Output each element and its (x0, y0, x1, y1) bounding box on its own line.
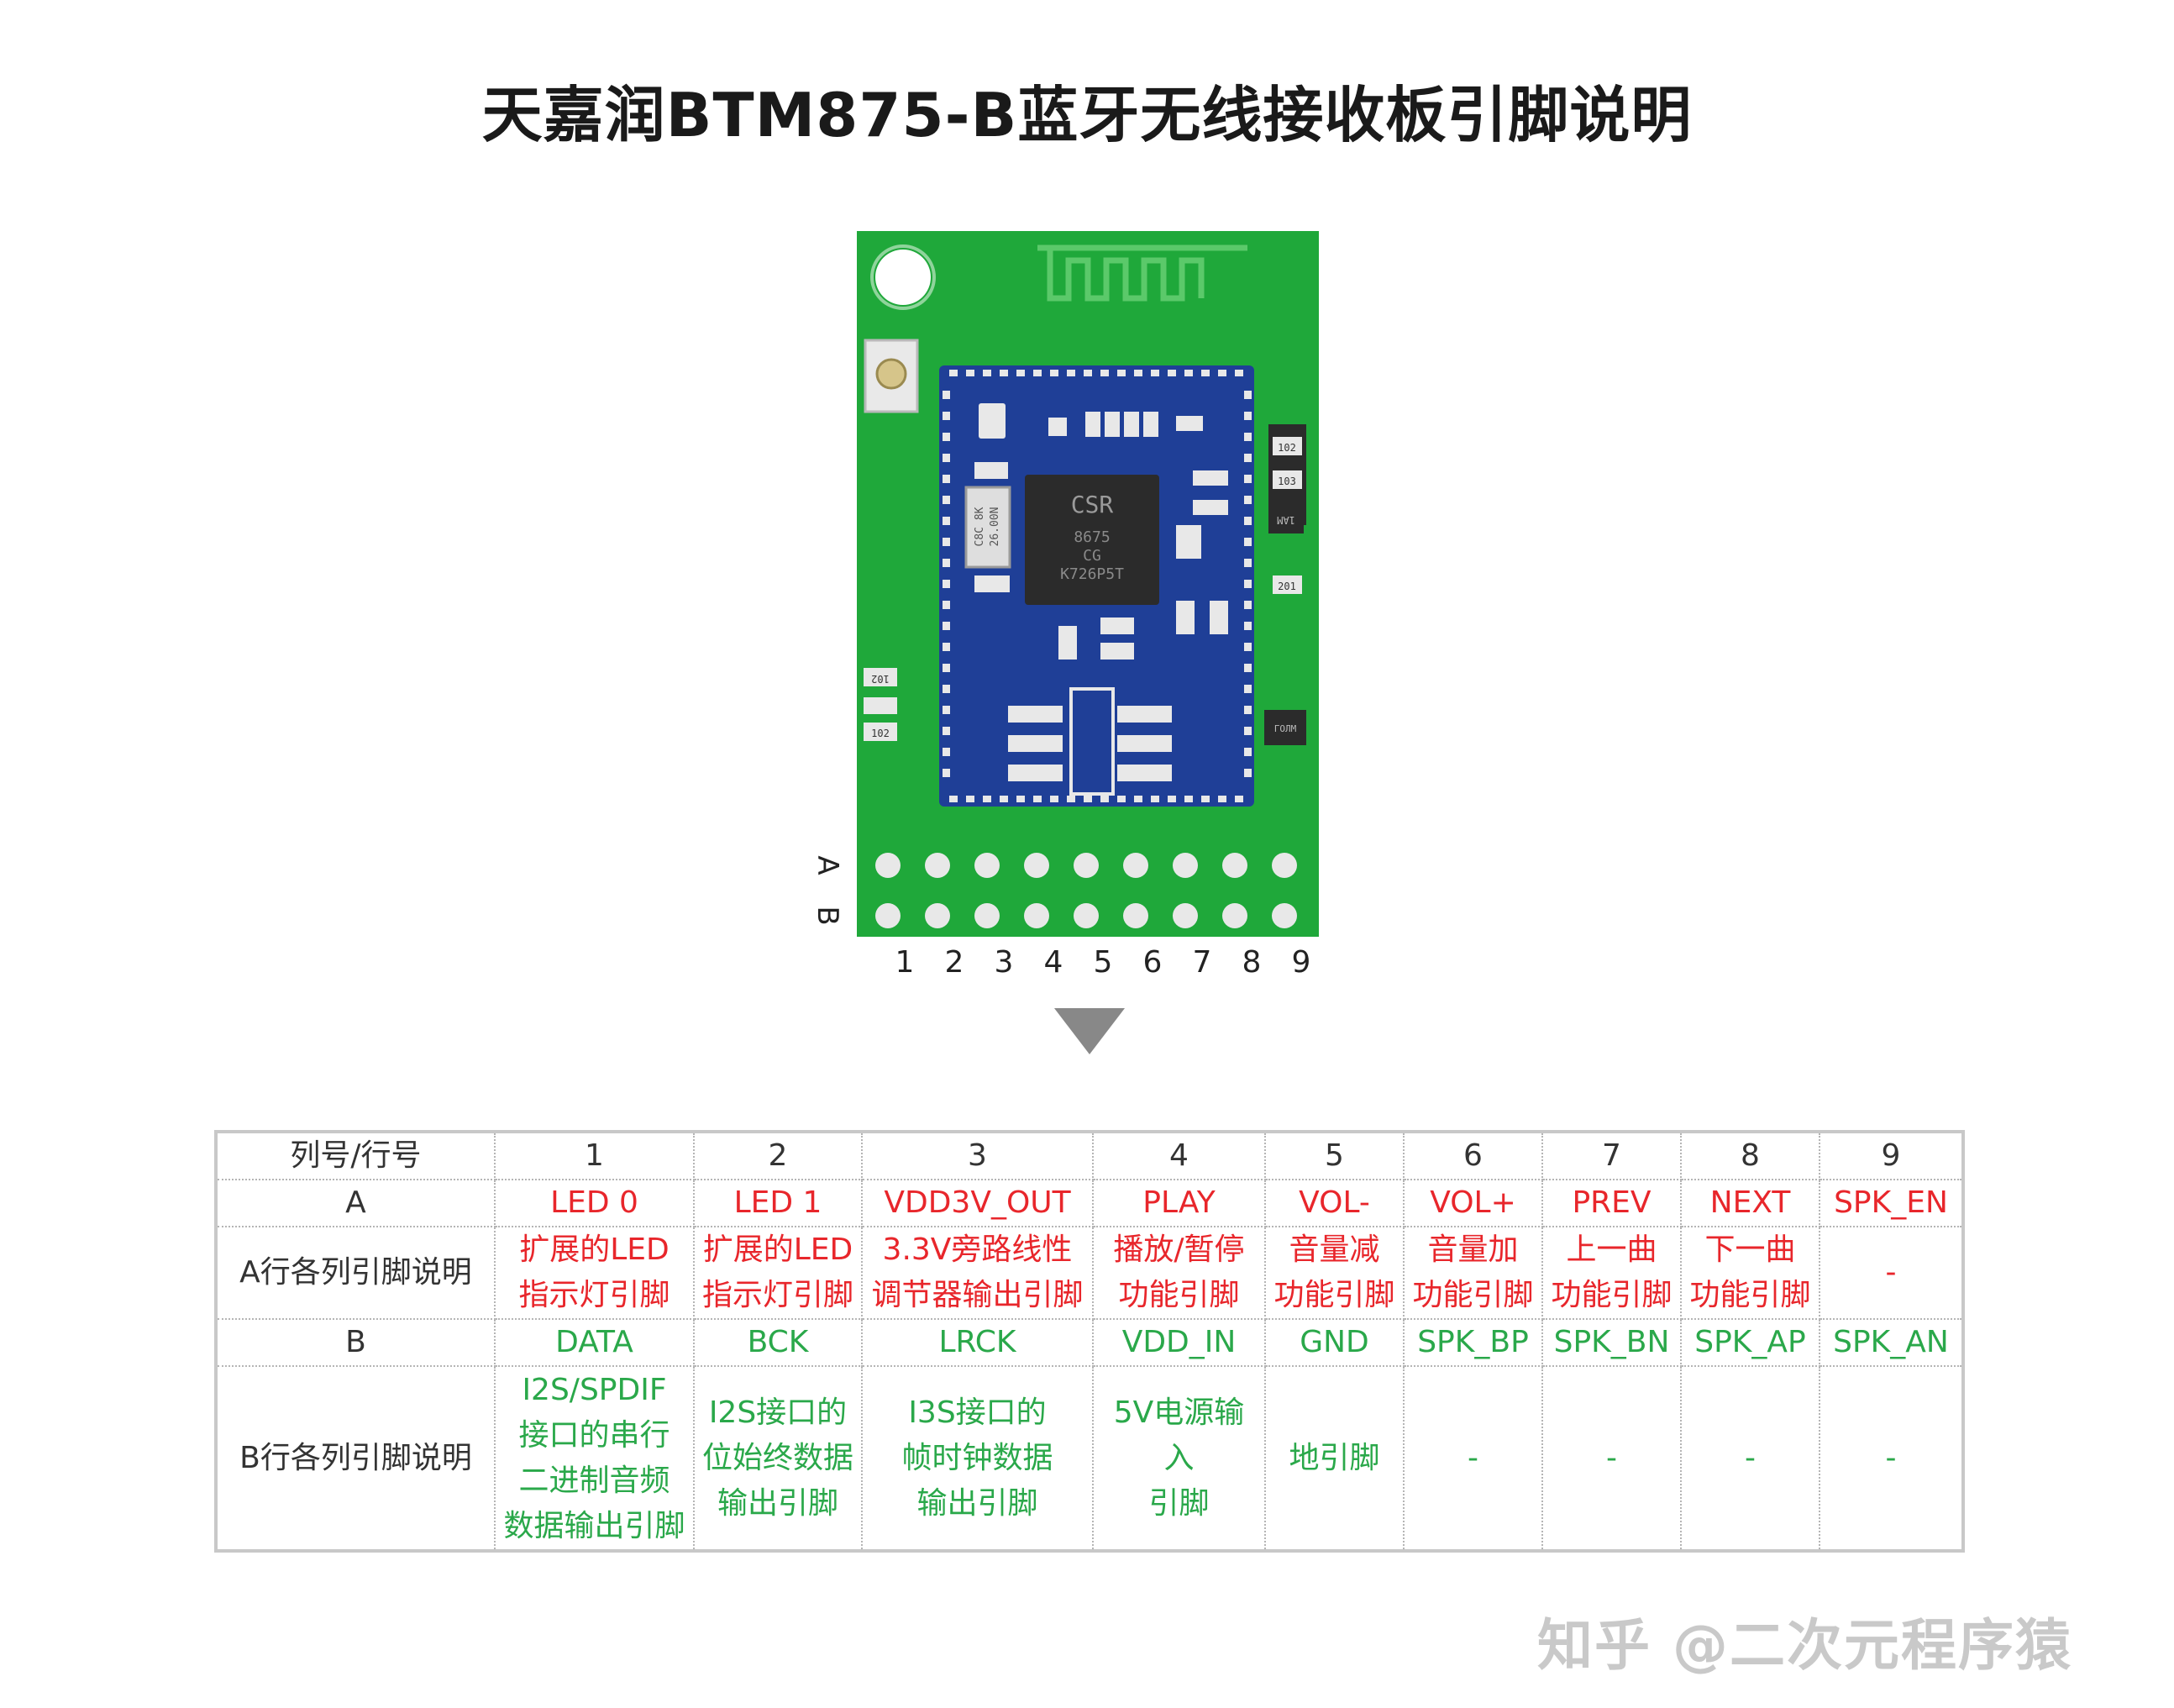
svg-text:201: 201 (1278, 581, 1296, 592)
pin-name-cell: SPK_EN (1819, 1179, 1964, 1227)
header-cell: 6 (1403, 1131, 1543, 1180)
header-cell: 3 (861, 1131, 1094, 1180)
pin-name-cell: NEXT (1680, 1179, 1820, 1227)
row-label-cell: B行各列引脚说明 (215, 1365, 496, 1552)
pcb-side-components: 102 103 1AM 201 ГОЛМ 102 102 (864, 424, 1306, 745)
svg-text:ГОЛМ: ГОЛМ (1274, 723, 1297, 734)
pin-name-cell: BCK (693, 1318, 863, 1367)
header-cell: 2 (693, 1131, 863, 1180)
pin-name-cell: GND (1264, 1318, 1405, 1367)
pin-desc-cell: 地引脚 (1264, 1365, 1405, 1552)
pin-name-cell: SPK_AN (1819, 1318, 1964, 1367)
header-cell: 列号/行号 (215, 1131, 496, 1180)
header-cell: 4 (1092, 1131, 1266, 1180)
pin-desc-cell: - (1819, 1365, 1964, 1552)
pin-name-cell: DATA (494, 1318, 695, 1367)
column-numbers: 1 2 3 4 5 6 7 8 9 (857, 945, 1319, 987)
pin-name-cell: LED 0 (494, 1179, 695, 1227)
column-number: 6 (1142, 945, 1163, 980)
pin-desc-cell: 3.3V旁路线性调节器输出引脚 (861, 1226, 1094, 1320)
row-label-cell: A行各列引脚说明 (215, 1226, 496, 1320)
row-label-a: A (811, 855, 844, 875)
pin-desc-cell: - (1403, 1365, 1543, 1552)
pin-name-cell: PLAY (1092, 1179, 1266, 1227)
pin-name-cell: SPK_BN (1541, 1318, 1682, 1367)
table-header-row: 列号/行号 1 2 3 4 5 6 7 8 9 (215, 1131, 1964, 1180)
pin-desc-cell: 播放/暂停功能引脚 (1092, 1226, 1266, 1320)
svg-text:102: 102 (1278, 442, 1296, 454)
svg-text:1AM: 1AM (1277, 514, 1295, 526)
pin-desc-cell: - (1680, 1365, 1820, 1552)
pin-name-cell: VDD3V_OUT (861, 1179, 1094, 1227)
crystal (964, 486, 1011, 569)
row-label-cell: B (215, 1318, 496, 1367)
table-row-a: A LED 0 LED 1 VDD3V_OUT PLAY VOL- VOL+ P… (215, 1179, 1964, 1227)
svg-text:103: 103 (1278, 476, 1296, 487)
svg-text:K726P5T: K726P5T (1060, 565, 1124, 583)
csr-chip (1025, 475, 1159, 605)
svg-text:102: 102 (871, 728, 890, 739)
column-number: 2 (944, 945, 964, 980)
chip-brand-text: CSR (1071, 491, 1114, 518)
down-arrow-icon (1054, 1008, 1125, 1054)
header-cell: 7 (1541, 1131, 1682, 1180)
column-number: 7 (1192, 945, 1212, 980)
header-cell: 9 (1819, 1131, 1964, 1180)
pin-table: 列号/行号 1 2 3 4 5 6 7 8 9 A LED 0 LED 1 VD… (214, 1130, 1965, 1553)
pin-desc-cell: 音量减功能引脚 (1264, 1226, 1405, 1320)
row-label-cell: A (215, 1179, 496, 1227)
board-image: CSR 8675 CG K726P5T C8C 8K 26.00N 102 (857, 231, 1319, 937)
svg-text:CG: CG (1083, 547, 1101, 565)
pin-name-cell: VDD_IN (1092, 1318, 1266, 1367)
svg-text:26.00N: 26.00N (989, 507, 1001, 547)
pin-desc-cell: - (1541, 1365, 1682, 1552)
mounting-hole (875, 250, 931, 305)
row-label-b: B (811, 906, 844, 926)
pcb-board: CSR 8675 CG K726P5T C8C 8K 26.00N 102 (857, 231, 1319, 937)
pin-name-cell: VOL- (1264, 1179, 1405, 1227)
header-cell: 8 (1680, 1131, 1820, 1180)
page-title: 天嘉润BTM875-B蓝牙无线接收板引脚说明 (481, 80, 1693, 150)
smd-components (974, 403, 1228, 781)
pin-name-cell: LED 1 (693, 1179, 863, 1227)
column-number: 1 (895, 945, 915, 980)
pin-name-cell: VOL+ (1403, 1179, 1543, 1227)
pin-name-cell: PREV (1541, 1179, 1682, 1227)
flash-chip (1069, 687, 1115, 796)
svg-text:8675: 8675 (1074, 528, 1110, 546)
table-row-b: B DATA BCK LRCK VDD_IN GND SPK_BP SPK_BN… (215, 1318, 1964, 1367)
column-number: 5 (1093, 945, 1113, 980)
column-number: 4 (1043, 945, 1063, 980)
pin-desc-cell: 下一曲功能引脚 (1680, 1226, 1820, 1320)
header-cell: 1 (494, 1131, 695, 1180)
antenna-trace (1037, 244, 1247, 302)
column-number: 3 (994, 945, 1014, 980)
column-number: 8 (1242, 945, 1262, 980)
pin-desc-cell: 5V电源输入引脚 (1092, 1365, 1266, 1552)
svg-text:C8C 8K: C8C 8K (974, 507, 986, 546)
pin-name-cell: LRCK (861, 1318, 1094, 1367)
watermark: 知乎 @二次元程序猿 (1537, 1613, 2072, 1678)
pin-desc-cell: 音量加功能引脚 (1403, 1226, 1543, 1320)
module-castellated-pads (943, 370, 1252, 802)
pin-name-cell: SPK_BP (1403, 1318, 1543, 1367)
pin-desc-cell: I3S接口的帧时钟数据输出引脚 (861, 1365, 1094, 1552)
column-number: 9 (1291, 945, 1311, 980)
pin-desc-cell: - (1819, 1226, 1964, 1320)
header-cell: 5 (1264, 1131, 1405, 1180)
svg-text:102: 102 (871, 673, 890, 685)
header-pads (875, 853, 1297, 928)
pin-desc-cell: 上一曲功能引脚 (1541, 1226, 1682, 1320)
pin-name-cell: SPK_AP (1680, 1318, 1820, 1367)
pin-desc-cell: I2S接口的位始终数据输出引脚 (693, 1365, 863, 1552)
